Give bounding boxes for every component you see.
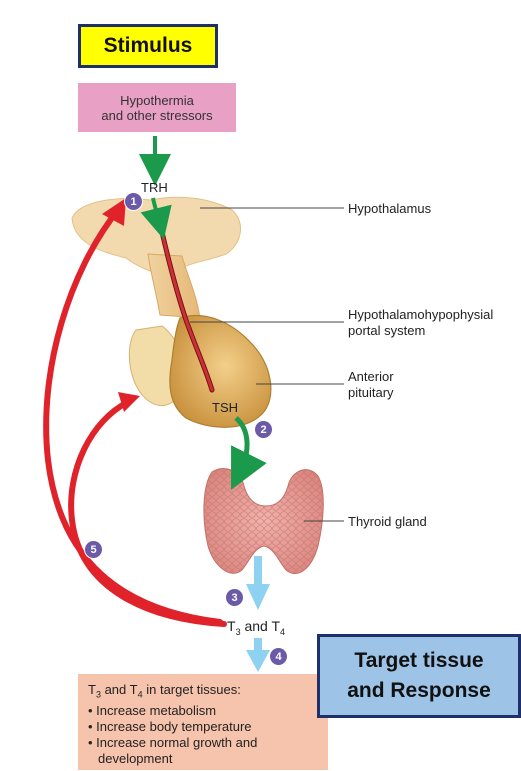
hormone-arrow-2 [246,638,270,672]
stimulus-arrow-2 [140,197,172,240]
tsh-label: TSH [212,400,238,415]
feedback-arrow-outer-head [102,198,126,226]
target-item-continued: development [98,750,173,766]
target-tissue-box: T3 and T4 in target tissues: • Increase … [78,674,328,770]
feedback-arrow-inner [68,399,227,627]
stressor-box: Hypothermia and other stressors [78,83,236,132]
target-item: • Increase normal growth and [88,734,258,750]
stressor-line-2: and other stressors [101,107,213,123]
step-badge-3: 3 [226,589,243,606]
step-badge-2: 2 [255,421,272,438]
thyroid-gland-label: Thyroid gland [348,514,427,529]
target-item: • Increase metabolism [88,702,217,718]
step-badge-4: 4 [270,648,287,665]
target-heading: T3 and T4 in target tissues: [88,682,241,700]
stressor-line-1: Hypothermia [120,92,194,108]
anterior-pituitary-label: Anterior pituitary [348,369,394,400]
target-response-title: Target tissue and Response [317,634,521,718]
feedback-arrow-outer [43,207,223,625]
stimulus-arrow-3 [231,416,267,490]
response-line-2: and Response [347,679,491,702]
response-line-1: Target tissue [354,649,484,672]
feedback-arrow-inner-head [118,392,140,412]
hypothalamus-label: Hypothalamus [348,201,432,216]
stimulus-title: Stimulus [78,24,218,68]
target-item: • Increase body temperature [88,718,252,734]
portal-system-label: Hypothalamohypophysial portal system [348,307,494,338]
trh-label: TRH [141,180,168,195]
hormone-arrow-1 [246,556,270,610]
t3-t4-label: T3 and T4 [227,618,286,637]
step-badge-1: 1 [125,193,142,210]
step-badge-5: 5 [85,541,102,558]
